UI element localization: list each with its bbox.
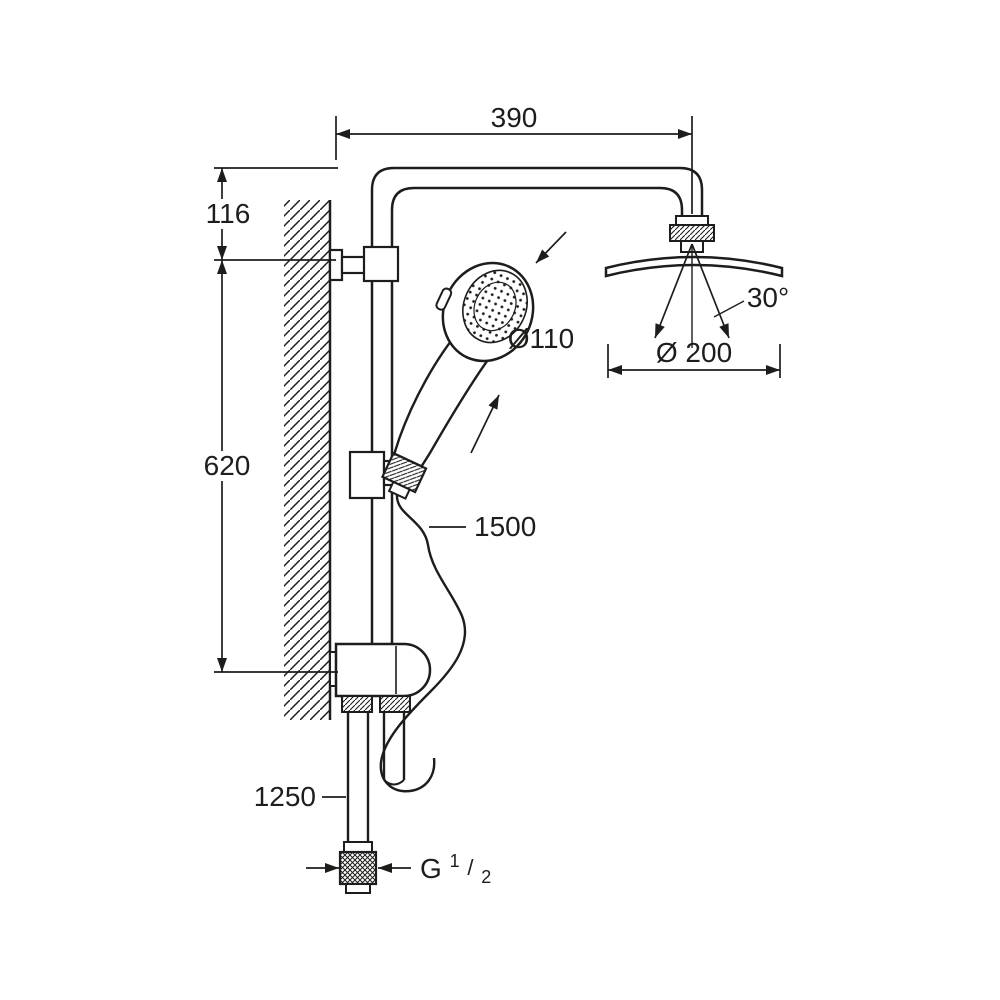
wall-section	[284, 200, 332, 720]
head-shower-disc	[604, 255, 784, 278]
bracket-collar	[362, 245, 400, 283]
dim-arrow-110-bottom	[470, 394, 500, 454]
fitting-collar	[343, 841, 373, 853]
bracket-arm	[340, 255, 368, 275]
label-thread-size: G 1 / 2	[420, 842, 491, 887]
angle-leader	[713, 300, 745, 318]
pipe-inner-edge	[390, 186, 684, 644]
hose-connector-stub	[387, 480, 411, 500]
label-offset-top: 116	[206, 198, 251, 229]
wall-bracket	[328, 245, 400, 283]
bracket-flange	[328, 248, 344, 282]
valve-nut-left	[341, 695, 373, 713]
spray-mode-button	[435, 287, 453, 311]
supply-connections	[338, 712, 406, 894]
label-head-shower-diameter: Ø 200	[656, 337, 732, 368]
hand-shower	[380, 261, 535, 500]
fitting-knurled-nut	[338, 850, 378, 886]
thread-sup: 1	[450, 851, 460, 871]
valve-body	[334, 642, 432, 698]
shower-hose	[379, 494, 467, 793]
text-bg	[202, 199, 254, 229]
slider-collar	[348, 450, 386, 500]
thread-slash: /	[467, 855, 474, 880]
diverter-valve	[329, 642, 432, 713]
label-supply-hose-length: 1250	[254, 781, 316, 812]
fitting-stub	[345, 883, 371, 894]
valve-nut-right	[379, 695, 411, 713]
angle-line-right	[691, 243, 730, 339]
angle-line-left	[654, 243, 693, 339]
pipe-outer-edge	[370, 166, 704, 644]
label-shower-hose-length: 1500	[474, 511, 536, 542]
thread-sub: 2	[481, 867, 491, 887]
label-top-width: 390	[491, 102, 538, 133]
label-hand-shower-diameter: Ø110	[508, 323, 574, 354]
label-head-angle: 30°	[747, 282, 789, 313]
head-shower	[604, 215, 784, 278]
head-connector-nut	[669, 224, 715, 242]
label-rail-span: 620	[204, 450, 251, 481]
shower-pipe	[370, 166, 704, 644]
head-connector-flange	[675, 215, 709, 226]
wall-hatch	[284, 200, 330, 720]
text-bg	[198, 451, 256, 481]
spray-face-ring	[473, 281, 517, 332]
right-pipe-cap	[383, 779, 405, 786]
thread-letter: G	[420, 853, 442, 884]
dim-arrow-110-top	[535, 231, 567, 264]
